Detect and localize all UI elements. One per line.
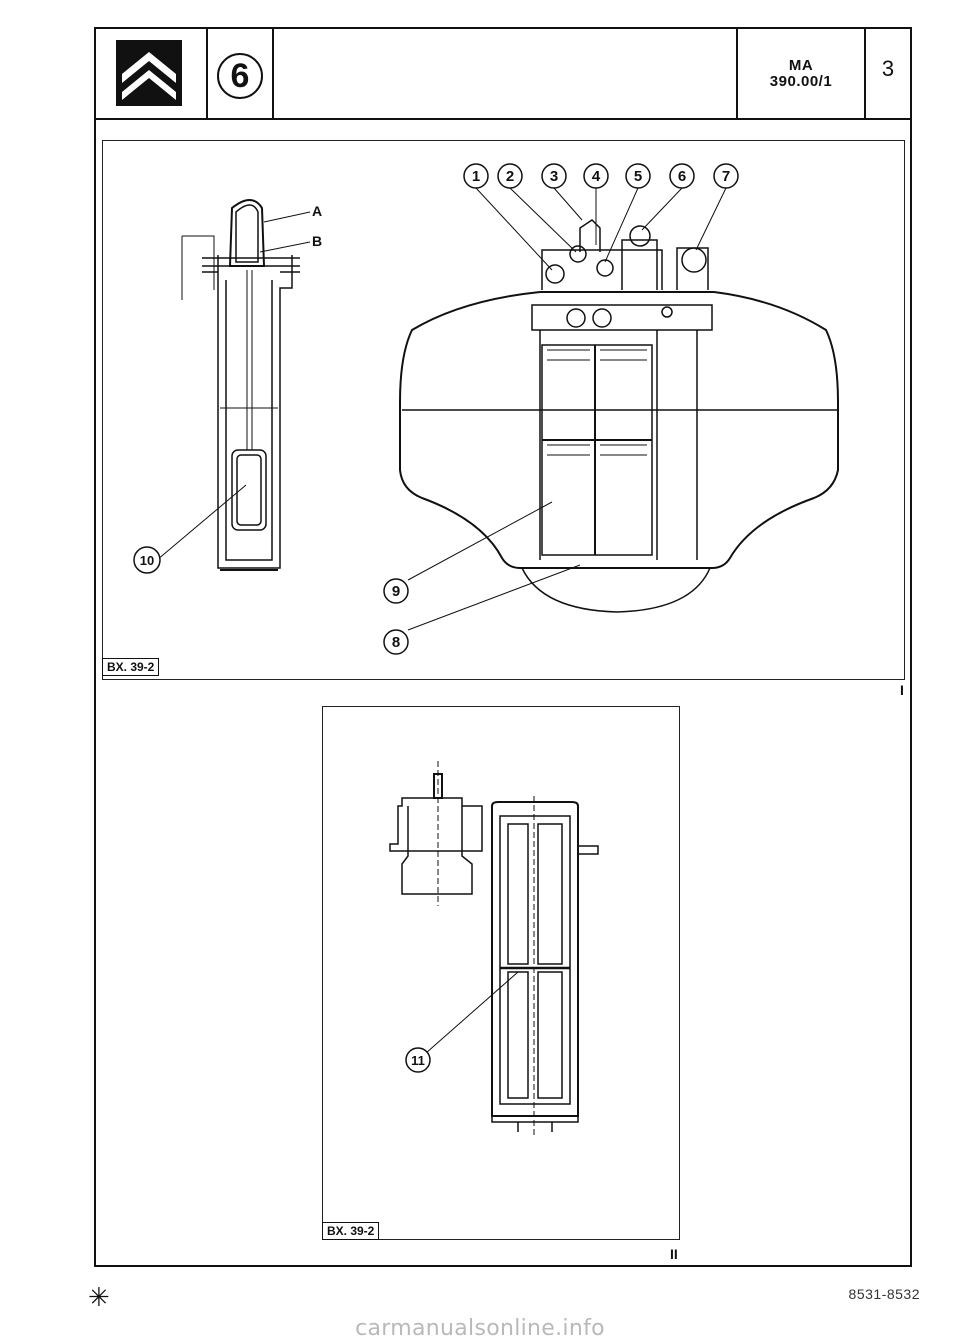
callout-circle-2 (497, 163, 523, 189)
callout-8: 8 (392, 634, 400, 651)
callout-6: 6 (678, 168, 686, 185)
callout-7: 7 (722, 168, 730, 185)
figure-1-tag: BX. 39-2 (102, 658, 160, 676)
callout-2: 2 (506, 168, 514, 185)
figure-1-panel (102, 140, 905, 680)
header-bottom-rule (94, 118, 912, 120)
callout-circle-9 (383, 578, 409, 604)
callout-circle-7 (713, 163, 739, 189)
header-divider-1 (206, 27, 208, 119)
document-code: 8531-8532 (848, 1286, 920, 1302)
callout-circle-10 (133, 546, 161, 574)
figure-2-tag: BX. 39-2 (322, 1222, 380, 1240)
callout-circle-8 (383, 629, 409, 655)
callout-1: 1 (472, 168, 480, 185)
section-number: 6 (230, 57, 250, 95)
callout-circle-6 (669, 163, 695, 189)
reference-line-2: 390.00/1 (769, 73, 833, 90)
callout-3: 3 (550, 168, 558, 185)
header-divider-2 (272, 27, 274, 119)
header-divider-4 (864, 27, 866, 119)
section-number-badge (217, 53, 263, 99)
reference-line-1: MA (788, 57, 814, 74)
figure-2-number: II (670, 1246, 678, 1262)
label-b: B (312, 233, 322, 249)
asterisk-icon: ✳ (88, 1282, 110, 1312)
figure-2-panel (322, 706, 680, 1240)
watermark: carmanualsonline.info (355, 1316, 605, 1341)
page-number: 3 (881, 56, 895, 81)
page-frame (94, 27, 912, 1267)
citroen-logo-icon (116, 40, 182, 106)
callout-circle-1 (463, 163, 489, 189)
label-a: A (312, 203, 322, 219)
callout-10: 10 (140, 553, 154, 568)
callout-circle-3 (541, 163, 567, 189)
callout-5: 5 (634, 168, 642, 185)
document-reference: MA 390.00/1 (738, 58, 864, 90)
callout-9: 9 (392, 583, 400, 600)
figure-1-drawing: 1 2 3 4 5 6 7 8 9 10 A B (133, 163, 839, 655)
figure-1-number: I (900, 682, 904, 698)
callout-circle-4 (583, 163, 609, 189)
header-divider-3 (736, 27, 738, 119)
callout-circle-5 (625, 163, 651, 189)
callout-4: 4 (592, 168, 601, 185)
callout-11: 11 (411, 1053, 425, 1068)
figure-2-drawing: 11 (389, 761, 599, 1136)
callout-circle-11 (405, 1047, 431, 1073)
